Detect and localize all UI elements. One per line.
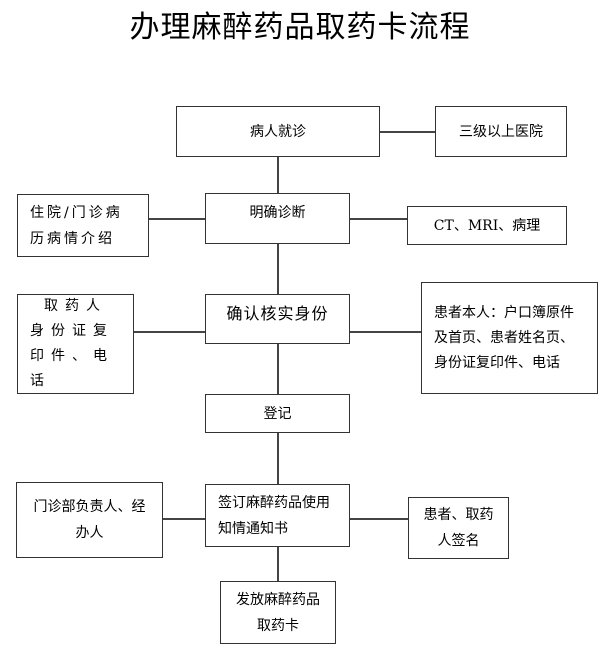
node-hospital-level: 三级以上医院 [435,106,567,157]
node-register: 登记 [205,394,350,433]
connector [148,218,206,220]
node-label: 确认核实身份 [226,304,329,323]
node-label: CT、MRI、病理 [433,217,541,234]
connector [277,432,279,484]
node-label: 明确诊断 [249,205,306,221]
node-issue-card: 发放麻醉药品取药卡 [220,581,336,644]
connector [349,331,422,333]
connector [277,546,279,582]
node-label: 取药人身份证复印件、电话 [30,298,114,389]
connector [277,244,279,294]
node-verify-identity: 确认核实身份 [205,294,350,344]
node-label: 患者、取药人签名 [423,507,494,549]
node-medical-history: 住院/门诊病历病情介绍 [17,194,149,257]
node-label: 患者本人：户口簿原件及首页、患者姓名页、身份证复印件、电话 [434,304,574,371]
connector [277,156,279,198]
node-label: 病人就诊 [250,123,306,140]
connector [133,331,206,333]
connector [379,131,436,133]
node-patient-documents: 患者本人：户口簿原件及首页、患者姓名页、身份证复印件、电话 [421,282,598,394]
node-agent-documents: 取药人身份证复印件、电话 [17,294,134,394]
node-outpatient-staff: 门诊部负责人、经办人 [16,482,163,558]
node-signatures: 患者、取药人签名 [408,497,509,559]
node-label: 发放麻醉药品取药卡 [236,591,320,634]
connector [350,518,408,520]
node-exams: CT、MRI、病理 [407,206,567,245]
node-label: 住院/门诊病历病情介绍 [30,204,123,247]
node-sign-consent: 签订麻醉药品使用知情通知书 [205,484,350,547]
node-label: 登记 [263,405,292,422]
node-patient-visit: 病人就诊 [176,106,380,157]
page-title: 办理麻醉药品取药卡流程 [129,10,471,45]
node-label: 签订麻醉药品使用知情通知书 [218,494,330,537]
node-label: 三级以上医院 [459,123,543,140]
node-diagnosis: 明确诊断 [205,193,350,244]
node-label: 门诊部负责人、经办人 [33,499,146,541]
connector [162,518,206,520]
connector [277,343,279,395]
connector [349,218,407,220]
